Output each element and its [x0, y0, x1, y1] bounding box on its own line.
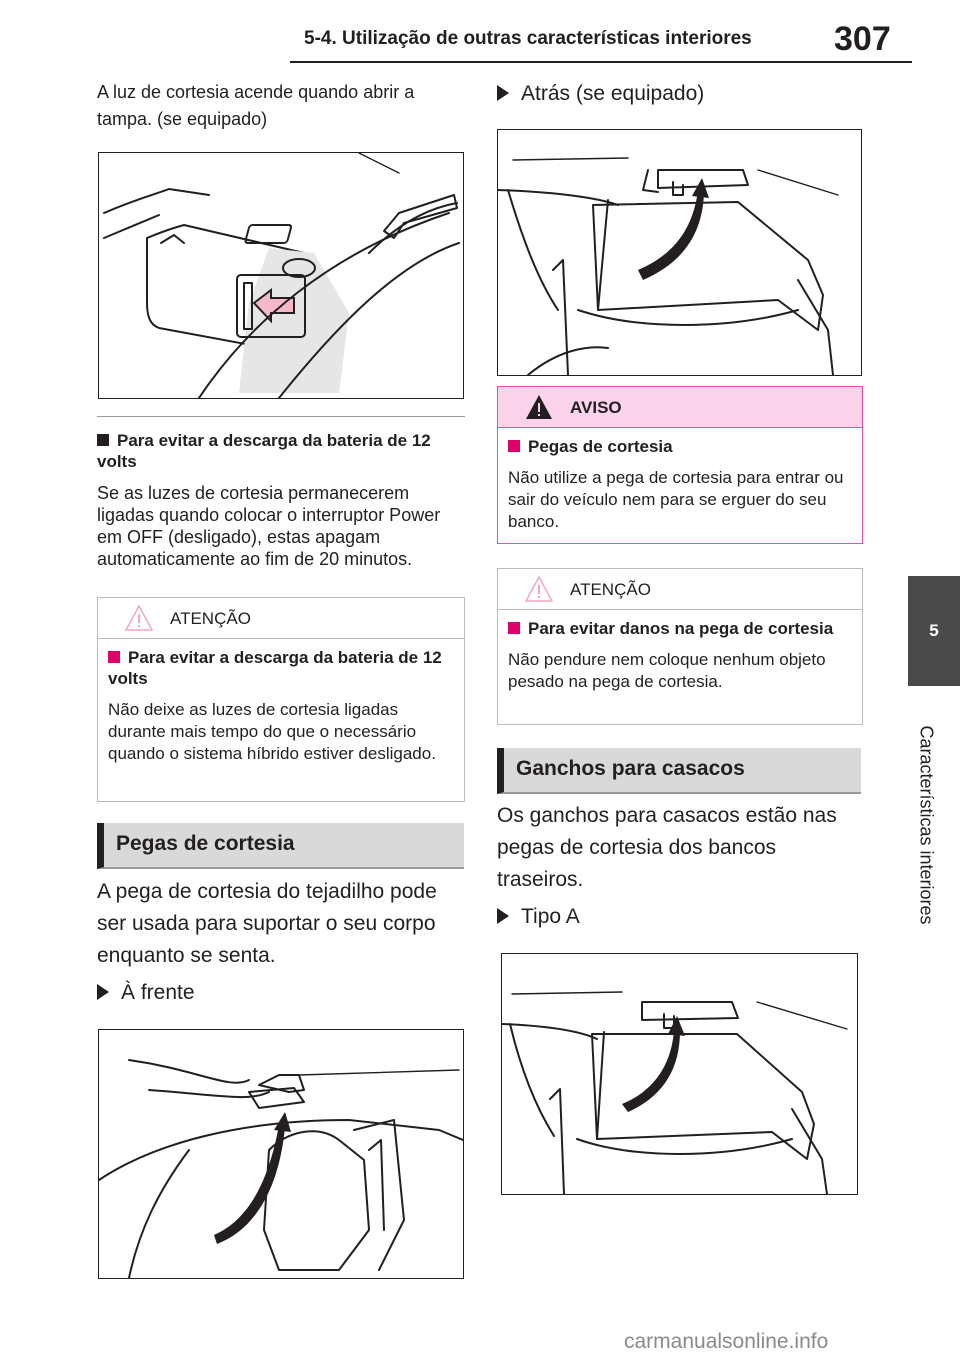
page-number: 307 [834, 20, 891, 58]
sun-visor-illustration [98, 152, 464, 399]
caution-heading: Para evitar danos na pega de cortesia [508, 618, 852, 639]
square-bullet-icon [508, 440, 520, 452]
caution-box-left: ATENÇÃO Para evitar a descarga da bateri… [97, 597, 465, 802]
section-heading-ganchos: Ganchos para casacos [497, 748, 861, 794]
caution-text: Não pendure nem coloque nenhum objeto pe… [508, 650, 826, 691]
chapter-side-label: Características interiores [916, 725, 937, 925]
intro-paragraph: A luz de cortesia acende quando abrir a … [97, 82, 415, 129]
square-bullet-icon [97, 434, 109, 446]
caution-title: ATENÇÃO [170, 609, 251, 628]
warning-triangle-icon [124, 604, 154, 637]
divider [97, 416, 465, 417]
aviso-title: AVISO [570, 398, 622, 417]
rear-label: Atrás (se equipado) [497, 82, 704, 106]
aviso-text: Não utilize a pega de cortesia para entr… [508, 468, 844, 531]
warning-triangle-icon [524, 575, 554, 608]
ganchos-paragraph: Os ganchos para casacos estão nas pegas … [497, 804, 837, 891]
type-a-label: Tipo A [497, 905, 580, 929]
warning-triangle-icon [524, 393, 554, 426]
aviso-box: AVISO Pegas de cortesia Não utilize a pe… [497, 386, 863, 544]
chapter-tab[interactable]: 5 [908, 576, 960, 686]
caution-title: ATENÇÃO [570, 580, 651, 599]
triangle-bullet-icon [497, 908, 509, 924]
triangle-bullet-icon [497, 85, 509, 101]
section-heading-pegas: Pegas de cortesia [97, 823, 464, 869]
square-bullet-icon [108, 651, 120, 663]
caution-box-right: ATENÇÃO Para evitar danos na pega de cor… [497, 568, 863, 725]
caution-text: Não deixe as luzes de cortesia ligadas d… [108, 700, 436, 763]
running-header-title: 5-4. Utilização de outras característica… [304, 28, 752, 49]
square-bullet-icon [508, 622, 520, 634]
watermark: carmanualsonline.info [624, 1330, 829, 1353]
triangle-bullet-icon [97, 984, 109, 1000]
front-grab-handle-illustration [98, 1029, 464, 1279]
battery-heading: Para evitar a descarga da bateria de 12 … [97, 431, 431, 471]
coat-hook-illustration [501, 953, 858, 1195]
pegas-paragraph: A pega de cortesia do tejadilho pode ser… [97, 880, 437, 967]
front-label: À frente [97, 981, 195, 1005]
rear-grab-handle-illustration [497, 129, 862, 376]
battery-paragraph: Se as luzes de cortesia permanecerem lig… [97, 483, 441, 569]
aviso-heading: Pegas de cortesia [508, 436, 852, 457]
chapter-number: 5 [929, 621, 939, 640]
caution-heading: Para evitar a descarga da bateria de 12 … [108, 648, 442, 688]
header-rule [290, 61, 912, 63]
